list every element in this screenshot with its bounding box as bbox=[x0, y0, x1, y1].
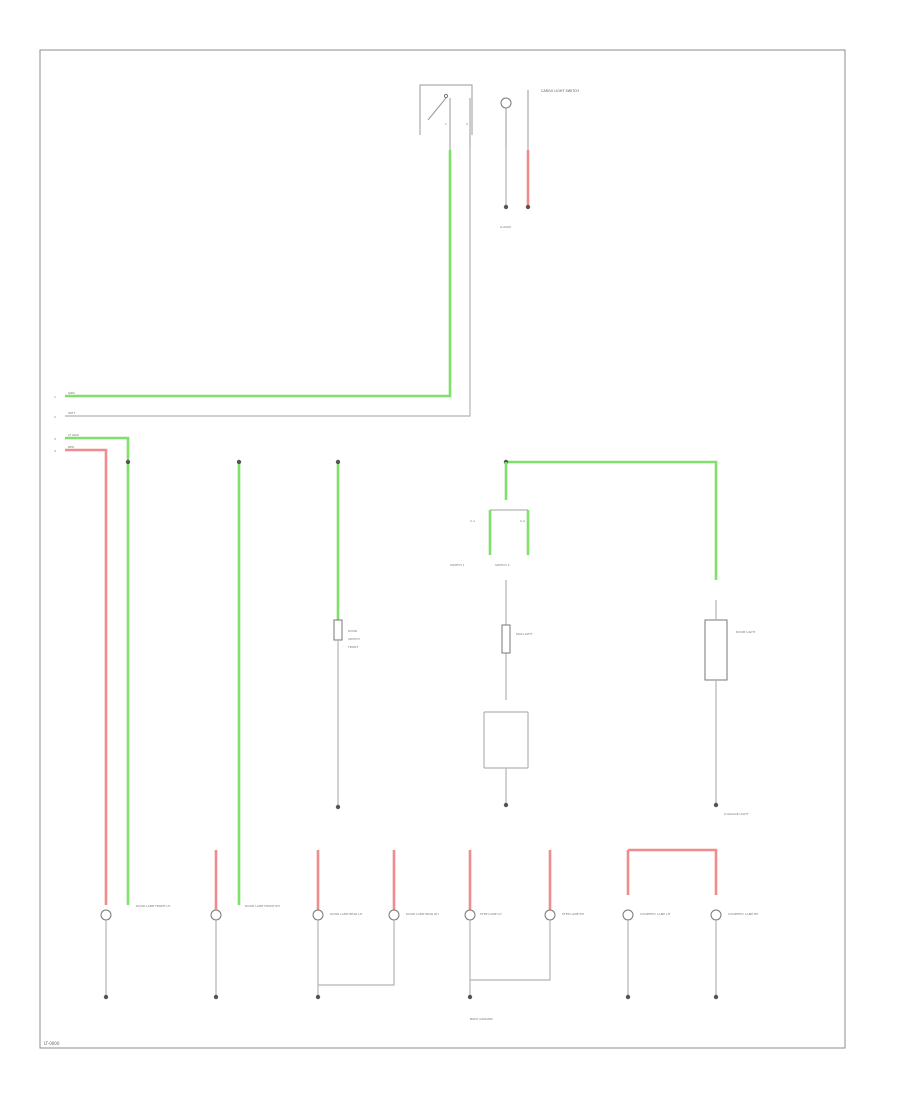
svg-text:DOOR LAMP REAR RH: DOOR LAMP REAR RH bbox=[406, 912, 439, 916]
lamp-icon bbox=[312, 909, 324, 921]
svg-text:STEP LAMP LH: STEP LAMP LH bbox=[480, 912, 501, 916]
svg-text:RED: RED bbox=[68, 445, 75, 449]
svg-text:DOOR: DOOR bbox=[348, 629, 357, 633]
svg-text:ROOM LIGHT: ROOM LIGHT bbox=[736, 630, 755, 634]
lamp-icon bbox=[710, 909, 722, 921]
svg-text:3: 3 bbox=[54, 437, 56, 441]
svg-text:COURTESY LAMP RH: COURTESY LAMP RH bbox=[728, 912, 758, 916]
top-switch-label: CARGO LIGHT SWITCH bbox=[541, 89, 579, 93]
svg-text:MAP LIGHT: MAP LIGHT bbox=[516, 632, 533, 636]
bottom-ground-label: BODY GROUND bbox=[470, 1017, 494, 1021]
red-wire-left bbox=[65, 448, 108, 905]
room-light-module bbox=[704, 619, 728, 681]
svg-text:DOOR LAMP FRONT LH: DOOR LAMP FRONT LH bbox=[136, 904, 170, 908]
lamp-icon bbox=[464, 909, 476, 921]
green-wire-main bbox=[65, 150, 452, 398]
left-connector: 1 2 3 4 GRN WHT LT GRN RED bbox=[54, 391, 79, 453]
svg-text:COURTESY LAMP LH: COURTESY LAMP LH bbox=[640, 912, 670, 916]
top-ground-label: G-0000 bbox=[500, 225, 511, 229]
red-wire-bottom-right bbox=[628, 848, 718, 895]
switch-component-col3 bbox=[333, 619, 343, 641]
svg-text:C-1: C-1 bbox=[470, 519, 475, 523]
svg-text:DOOR LAMP FRONT RH: DOOR LAMP FRONT RH bbox=[245, 904, 280, 908]
footer-code: LT-0000 bbox=[44, 1041, 60, 1046]
top-switch-group: 1 2 CARGO LIGHT SWITCH G-0000 bbox=[419, 84, 579, 229]
svg-text:FRONT: FRONT bbox=[348, 645, 358, 649]
lamp-icon bbox=[388, 909, 400, 921]
map-light-component bbox=[501, 624, 511, 654]
room-light-group: ROOM LIGHT LUGGAGE LIGHT bbox=[704, 600, 755, 816]
svg-text:2: 2 bbox=[466, 122, 468, 126]
bottom-lamp-row: DOOR LAMP FRONT LH DOOR LAMP FRONT RH DO… bbox=[100, 850, 758, 1021]
svg-text:GRN: GRN bbox=[68, 391, 75, 395]
svg-text:SWITCH 2: SWITCH 2 bbox=[495, 563, 510, 567]
svg-text:4: 4 bbox=[54, 449, 56, 453]
lamp-icon bbox=[622, 909, 634, 921]
svg-text:LT GRN: LT GRN bbox=[68, 433, 79, 437]
diagram-frame bbox=[39, 49, 846, 1049]
middle-block: C-1 C-2 SWITCH 1 SWITCH 2 MAP LIGHT bbox=[450, 459, 718, 808]
svg-text:C-2: C-2 bbox=[520, 519, 525, 523]
indicator-lamp-icon bbox=[500, 97, 512, 109]
svg-text:2: 2 bbox=[54, 415, 56, 419]
lamp-icon bbox=[544, 909, 556, 921]
svg-text:DOOR LAMP REAR LH: DOOR LAMP REAR LH bbox=[330, 912, 362, 916]
lamp-icon bbox=[100, 909, 112, 921]
svg-text:SWITCH: SWITCH bbox=[348, 637, 360, 641]
svg-text:LUGGAGE LIGHT: LUGGAGE LIGHT bbox=[724, 812, 749, 816]
svg-text:SWITCH 1: SWITCH 1 bbox=[450, 563, 465, 567]
svg-text:1: 1 bbox=[445, 122, 447, 126]
white-wire-main bbox=[65, 150, 471, 417]
green-wire-left bbox=[65, 436, 130, 905]
svg-text:WHT: WHT bbox=[68, 411, 75, 415]
lamp-icon bbox=[210, 909, 222, 921]
svg-text:1: 1 bbox=[54, 395, 56, 399]
svg-text:STEP LAMP RH: STEP LAMP RH bbox=[562, 912, 584, 916]
